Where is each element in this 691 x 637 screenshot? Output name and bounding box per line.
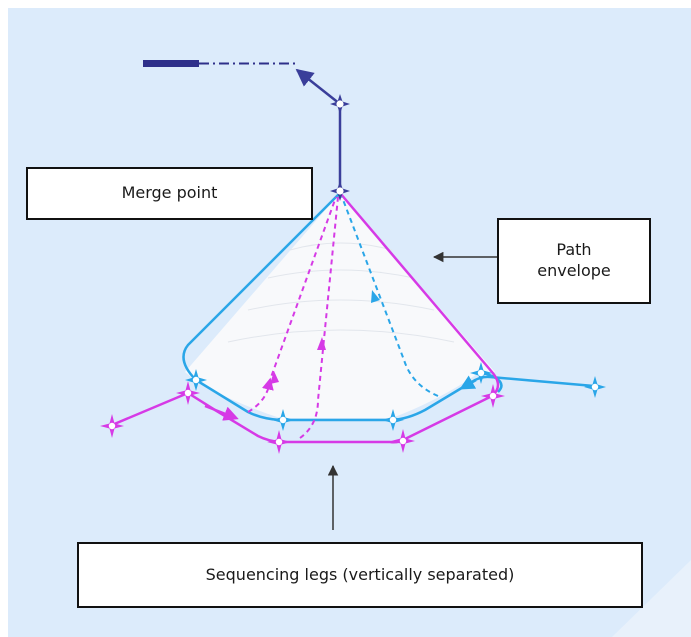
- path-envelope-label: Path envelope: [537, 240, 611, 280]
- final-approach-arrow: [295, 68, 341, 105]
- runway: [143, 60, 199, 67]
- arrowhead-icon: [371, 290, 380, 303]
- envelope-arcs: [227, 242, 455, 343]
- magenta-leg-arrow: [204, 404, 239, 421]
- corner-shade: [612, 560, 691, 637]
- path-envelope-callout: Path envelope: [497, 218, 651, 304]
- path-envelope-area: [185, 193, 495, 418]
- magenta-direct-to-path-1: [247, 196, 337, 413]
- merge-point-label: Merge point: [121, 183, 218, 203]
- blue-sequencing-leg: [182, 192, 595, 422]
- arrowhead-icon: [317, 337, 326, 350]
- merge-point-callout: Merge point: [26, 167, 313, 220]
- sequencing-legs-label: Sequencing legs (vertically separated): [205, 564, 515, 584]
- direct-to-arrowheads: [270, 290, 380, 384]
- blue-leg-inbound-arrow: [459, 375, 477, 390]
- magenta-direct-to-path-2: [299, 196, 339, 439]
- blue-direct-to-path: [341, 196, 439, 397]
- sequencing-legs-callout: Sequencing legs (vertically separated): [77, 542, 643, 608]
- arrowhead-icon: [270, 371, 279, 384]
